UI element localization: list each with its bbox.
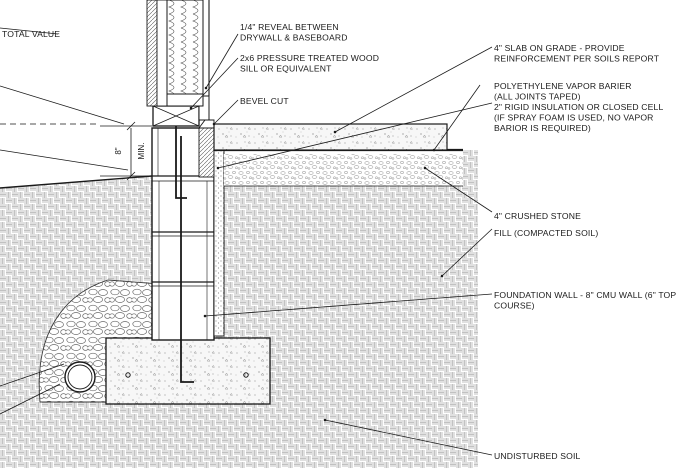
leader-stone <box>423 166 493 213</box>
label-undisturbed: UNDISTURBED SOIL <box>494 451 581 461</box>
leader-vapor <box>432 84 481 152</box>
label-slab-line: REINFORCEMENT PER SOILS REPORT <box>494 53 660 63</box>
dimension-unit: MIN. <box>137 143 146 160</box>
label-sill-line: 2x6 PRESSURE TREATED WOOD <box>240 53 379 63</box>
leader-sill <box>189 57 239 110</box>
label-total-value: TOTAL VALUE <box>2 29 60 39</box>
leader-left-low1 <box>0 363 65 387</box>
perforated-drain-pipe <box>64 361 96 393</box>
label-stone-line: 4" CRUSHED STONE <box>494 211 581 221</box>
leader-lines <box>0 27 493 456</box>
leader-slab <box>333 46 493 134</box>
concrete-slab <box>213 123 448 151</box>
label-sill-line: SILL OR EQUIVALENT <box>240 63 332 73</box>
label-insulation-line: BARIOR IS REQUIRED) <box>494 123 591 133</box>
baseboard <box>198 95 210 121</box>
label-insulation-line: 2" RIGID INSULATION OR CLOSED CELL <box>494 102 663 112</box>
label-insulation-line: (IF SPRAY FOAM IS USED, NO VAPOR <box>494 112 654 122</box>
height-dimension <box>100 121 152 181</box>
leader-fill <box>440 228 493 278</box>
bevel-cut <box>198 119 215 129</box>
label-reveal-line: DRYWALL & BASEBOARD <box>240 32 348 42</box>
leader-left-mid <box>0 149 129 171</box>
leader-foundation <box>203 293 493 318</box>
leader-total-value <box>0 27 59 35</box>
label-reveal-line: 1/4" REVEAL BETWEEN <box>240 22 339 32</box>
dimension-unit-group: MIN. <box>137 143 146 160</box>
leader-bevel <box>212 99 239 126</box>
rebar-left <box>125 372 131 378</box>
label-foundation-line: COURSE) <box>494 300 535 310</box>
label-vapor: POLYETHYLENE VAPOR BARIER(ALL JOINTS TAP… <box>494 81 632 101</box>
dimension-text: 8" <box>114 147 123 154</box>
label-undisturbed-line: UNDISTURBED SOIL <box>494 451 581 461</box>
leader-left-upper <box>0 85 125 125</box>
label-vapor-line: (ALL JOINTS TAPED) <box>494 91 581 101</box>
label-vapor-line: POLYETHYLENE VAPOR BARIER <box>494 81 632 91</box>
label-fill-line: FILL (COMPACTED SOIL) <box>494 228 598 238</box>
framed-wall <box>146 0 210 107</box>
leader-reveal <box>204 33 239 90</box>
label-bevel: BEVEL CUT <box>240 96 289 106</box>
edge-insulation <box>213 149 225 337</box>
label-stone: 4" CRUSHED STONE <box>494 211 581 221</box>
label-bevel-line: BEVEL CUT <box>240 96 289 106</box>
label-foundation-line: FOUNDATION WALL - 8" CMU WALL (6" TOP <box>494 290 676 300</box>
crushed-stone-base <box>224 154 463 187</box>
label-slab-line: 4" SLAB ON GRADE - PROVIDE <box>494 43 625 53</box>
label-fill: FILL (COMPACTED SOIL) <box>494 228 598 238</box>
vertical-rebar <box>180 136 194 383</box>
concrete-footing <box>105 337 271 405</box>
grade-line <box>0 175 153 189</box>
leader-left-low2 <box>0 383 61 415</box>
label-insulation: 2" RIGID INSULATION OR CLOSED CELL(IF SP… <box>494 102 663 133</box>
anchor-bolt <box>175 96 187 199</box>
leader-insulation <box>216 102 493 170</box>
rebar-right <box>243 372 249 378</box>
rigid-insulation <box>198 127 215 178</box>
dimension-value: 8" <box>114 147 123 154</box>
leader-undisturbed <box>323 418 493 456</box>
